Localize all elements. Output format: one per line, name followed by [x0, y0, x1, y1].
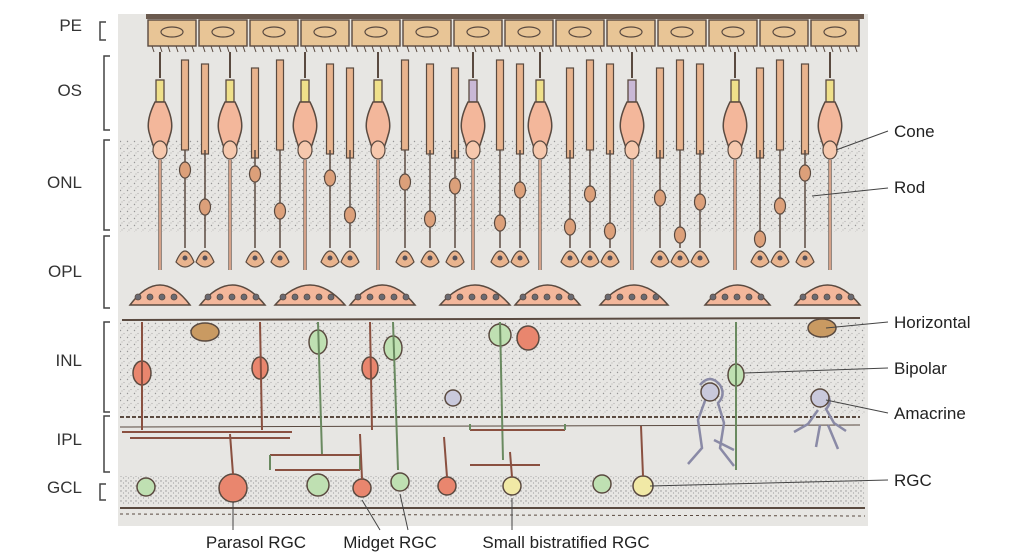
- rod-cell: [800, 63, 810, 155]
- rod-cell: [450, 67, 460, 159]
- amacrine-cell: [444, 389, 462, 407]
- callout-line: [811, 187, 889, 197]
- photoreceptors: [128, 52, 862, 306]
- rod-cell: [515, 63, 525, 155]
- pe-cell: [810, 19, 860, 47]
- ganglion-cell: [136, 477, 156, 497]
- cell-label-amacrine: Amacrine: [894, 404, 966, 423]
- layer-label-pe: PE: [59, 16, 82, 35]
- rod-cell: [675, 59, 685, 151]
- layer-labels: PE OS ONL OPL INL IPL GCL: [47, 16, 110, 501]
- pe-cell: [504, 19, 554, 47]
- pe-cell: [147, 19, 197, 47]
- pe-cell: [708, 19, 758, 47]
- layer-label-gcl: GCL: [47, 478, 82, 497]
- layer-bracket: [103, 415, 110, 473]
- rod-cell: [200, 63, 210, 155]
- rod-cell: [585, 59, 595, 151]
- layer-label-opl: OPL: [48, 262, 82, 281]
- callout-line: [743, 367, 889, 374]
- rod-cell: [775, 59, 785, 151]
- callout-line: [361, 499, 381, 531]
- ganglion-cell: [592, 474, 612, 494]
- rod-cell: [755, 67, 765, 159]
- pe-cell: [555, 19, 605, 47]
- pe-cell: [453, 19, 503, 47]
- pe-cell: [657, 19, 707, 47]
- bipolar-cell: [516, 325, 540, 351]
- layer-label-inl: INL: [56, 351, 82, 370]
- callout-line: [835, 130, 889, 151]
- pe-cell: [402, 19, 452, 47]
- pe-cell: [198, 19, 248, 47]
- rgc-type-labels: Parasol RGC Midget RGC Small bistratified …: [206, 493, 650, 552]
- inner-retina-cells: [119, 317, 866, 517]
- rod-cell: [250, 67, 260, 159]
- ganglion-cell: [437, 476, 457, 496]
- pe-cell: [351, 19, 401, 47]
- rod-cell: [495, 59, 505, 151]
- pe-cell: [606, 19, 656, 47]
- cell-label-cone: Cone: [894, 122, 935, 141]
- rod-cell: [345, 67, 355, 159]
- ganglion-cell: [390, 472, 410, 492]
- layer-bracket: [103, 139, 110, 231]
- callout-line: [825, 321, 889, 329]
- cell-label-bipolar: Bipolar: [894, 359, 947, 378]
- rod-cell: [325, 63, 335, 155]
- layer-label-os: OS: [57, 81, 82, 100]
- rod-cell: [565, 67, 575, 159]
- rgc-label-parasol: Parasol RGC: [206, 533, 306, 552]
- cell-label-rgc: RGC: [894, 471, 932, 490]
- pe-cell: [759, 19, 809, 47]
- rod-cell: [655, 67, 665, 159]
- rod-cell: [180, 59, 190, 151]
- layer-bracket: [103, 55, 110, 131]
- ganglion-cell: [306, 473, 330, 497]
- layer-bracket: [99, 21, 106, 41]
- pigment-epithelium: [146, 14, 864, 53]
- layer-label-ipl: IPL: [56, 430, 82, 449]
- rod-cell: [400, 59, 410, 151]
- ganglion-cell: [218, 473, 248, 503]
- ganglion-cell: [502, 476, 522, 496]
- rod-cell: [605, 63, 615, 155]
- rgc-label-midget: Midget RGC: [343, 533, 437, 552]
- amacrine-cell: [687, 377, 735, 467]
- cell-label-rod: Rod: [894, 178, 925, 197]
- callout-line: [825, 399, 889, 414]
- callout-line: [649, 479, 889, 487]
- horizontal-cell: [190, 322, 220, 342]
- diagram-panel: [118, 14, 868, 526]
- horizontal-cell: [807, 318, 837, 338]
- layer-bracket: [99, 483, 106, 501]
- pe-cell: [300, 19, 350, 47]
- rod-cell: [425, 63, 435, 155]
- rod-cell: [275, 59, 285, 151]
- pe-cell: [249, 19, 299, 47]
- ganglion-cell: [352, 478, 372, 498]
- rod-cell: [695, 63, 705, 155]
- rgc-label-bistrat: Small bistratified RGC: [482, 533, 649, 552]
- layer-label-onl: ONL: [47, 173, 82, 192]
- callout-line: [399, 493, 409, 531]
- layer-bracket: [103, 235, 110, 309]
- cell-label-horizontal: Horizontal: [894, 313, 971, 332]
- layer-bracket: [103, 321, 110, 413]
